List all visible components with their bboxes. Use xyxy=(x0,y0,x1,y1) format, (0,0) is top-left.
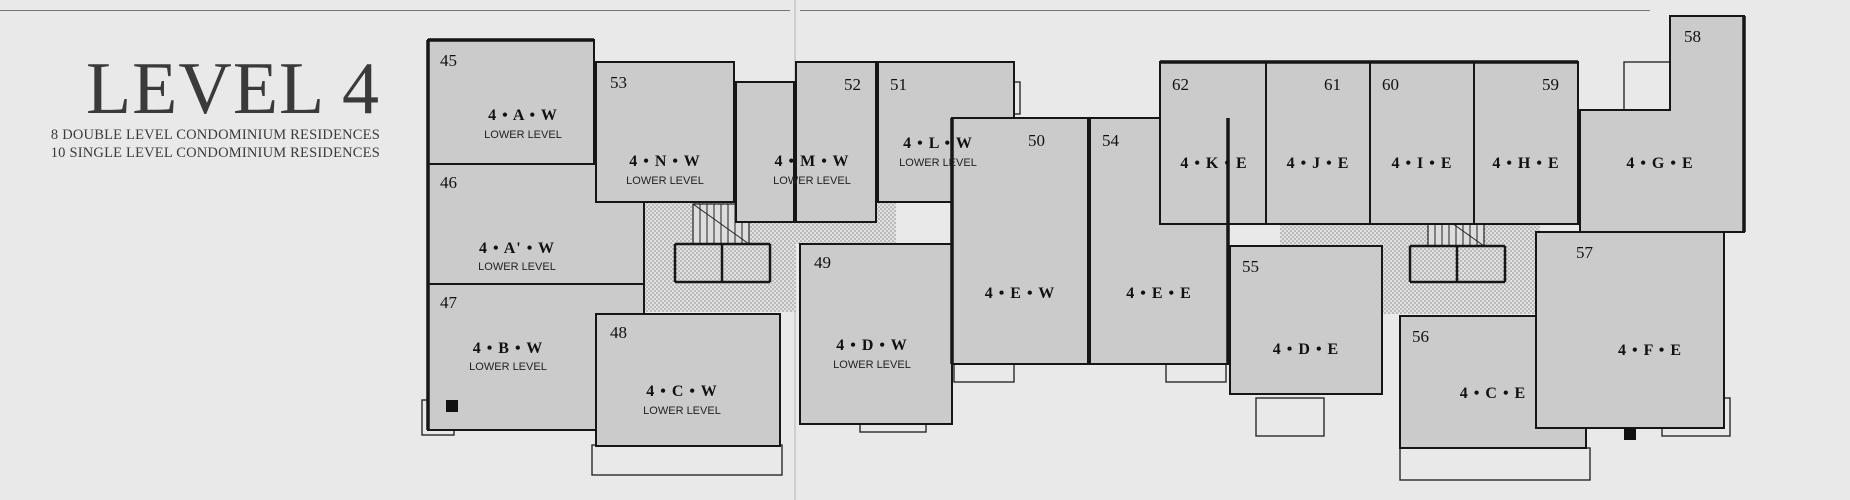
unit-code: 4 • G • E xyxy=(1626,155,1693,172)
unit-code: 4 • J • E xyxy=(1287,155,1350,172)
unit-code: 4 • H • E xyxy=(1492,155,1559,172)
unit-number: 60 xyxy=(1382,75,1399,94)
stair-core-west xyxy=(673,203,772,284)
unit-number: 51 xyxy=(890,75,907,94)
unit-code: 4 • D • E xyxy=(1273,341,1339,358)
exterior-walls xyxy=(426,16,1746,430)
unit-code: 4 • I • E xyxy=(1391,155,1452,172)
level-title: LEVEL 4 xyxy=(85,48,380,130)
subtitle-line-1: 8 DOUBLE LEVEL CONDOMINIUM RESIDENCES xyxy=(50,127,380,143)
unit-48[interactable] xyxy=(595,313,781,447)
unit-number: 61 xyxy=(1324,75,1341,94)
column xyxy=(1624,428,1636,440)
unit-number: 54 xyxy=(1102,131,1120,150)
unit-50[interactable] xyxy=(951,117,1089,365)
unit-number: 45 xyxy=(440,51,457,70)
unit-code: 4 • C • E xyxy=(1460,385,1526,402)
unit-code: 4 • A' • W xyxy=(479,240,555,257)
unit-52[interactable] xyxy=(795,61,877,223)
unit-level: LOWER LEVEL xyxy=(899,157,977,169)
unit-code: 4 • N • W xyxy=(629,153,700,170)
unit-number: 50 xyxy=(1028,131,1045,150)
unit-level: LOWER LEVEL xyxy=(484,129,562,141)
unit-level: LOWER LEVEL xyxy=(478,261,556,273)
balcony xyxy=(1623,61,1671,111)
unit-number: 57 xyxy=(1576,243,1594,262)
title-block: LEVEL 4 8 DOUBLE LEVEL CONDOMINIUM RESID… xyxy=(40,52,380,162)
unit-level: LOWER LEVEL xyxy=(773,175,851,187)
unit-number: 52 xyxy=(844,75,861,94)
unit-level: LOWER LEVEL xyxy=(469,361,547,373)
unit-number: 49 xyxy=(814,253,831,272)
unit-number: 62 xyxy=(1172,75,1189,94)
unit-55[interactable] xyxy=(1229,245,1383,395)
unit-code: 4 • L • W xyxy=(903,135,973,152)
top-rule-right xyxy=(800,10,1650,11)
top-rule-left xyxy=(0,10,790,11)
unit-53[interactable] xyxy=(595,61,735,203)
column xyxy=(446,400,458,412)
balcony xyxy=(591,444,783,476)
unit-level: LOWER LEVEL xyxy=(643,405,721,417)
unit-code: 4 • E • W xyxy=(985,285,1056,302)
unit-number: 48 xyxy=(610,323,627,342)
unit-code: 4 • D • W xyxy=(836,337,907,354)
unit-59[interactable] xyxy=(1473,61,1579,225)
unit-number: 53 xyxy=(610,73,627,92)
balcony xyxy=(1399,447,1591,481)
unit-code: 4 • C • W xyxy=(646,383,717,400)
unit-level: LOWER LEVEL xyxy=(833,359,911,371)
unit-code: 4 • K • E xyxy=(1180,155,1247,172)
unit-code: 4 • E • E xyxy=(1126,285,1192,302)
unit-code: 4 • F • E xyxy=(1618,342,1682,359)
unit-code: 4 • M • W xyxy=(774,153,849,170)
unit-number: 59 xyxy=(1542,75,1559,94)
subtitle-line-2: 10 SINGLE LEVEL CONDOMINIUM RESIDENCES xyxy=(50,145,380,161)
unit-code: 4 • B • W xyxy=(473,340,544,357)
balcony xyxy=(1255,397,1325,437)
unit-52-lower[interactable] xyxy=(735,81,795,223)
unit-number: 47 xyxy=(440,293,458,312)
unit-60[interactable] xyxy=(1369,61,1475,225)
unit-number: 58 xyxy=(1684,27,1701,46)
unit-level: LOWER LEVEL xyxy=(626,175,704,187)
unit-49[interactable] xyxy=(799,243,953,425)
unit-number: 56 xyxy=(1412,327,1429,346)
unit-code: 4 • A • W xyxy=(488,107,558,124)
unit-61[interactable] xyxy=(1265,61,1371,225)
unit-58[interactable] xyxy=(1579,15,1745,233)
unit-number: 55 xyxy=(1242,257,1259,276)
unit-labels: 45 4 • A • W LOWER LEVEL 46 4 • A' • W L… xyxy=(440,27,1701,417)
unit-57[interactable] xyxy=(1535,231,1725,429)
unit-number: 46 xyxy=(440,173,457,192)
